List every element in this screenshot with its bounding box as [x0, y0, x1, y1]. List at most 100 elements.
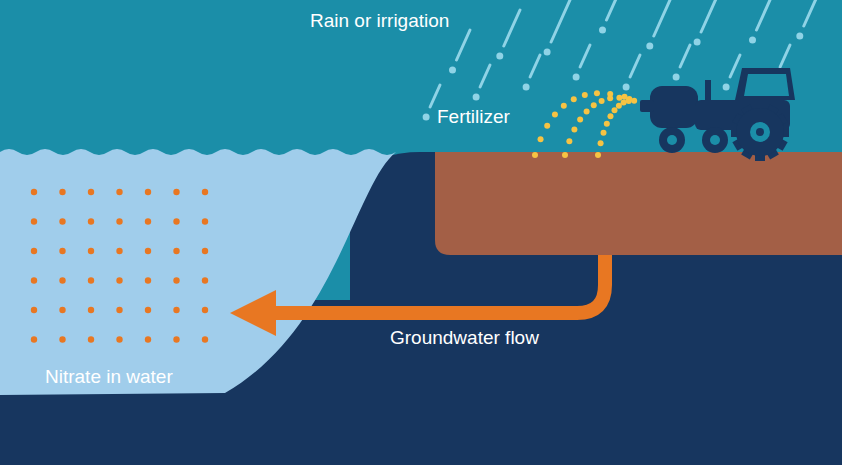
hub-center [756, 128, 764, 136]
raindrop [496, 10, 520, 60]
rain-streak [680, 45, 690, 67]
exhaust [705, 80, 711, 102]
rain-drop [496, 53, 503, 60]
nitrate-dot [88, 307, 94, 313]
fertilizer-dot [601, 130, 607, 136]
nitrate-dot [59, 277, 65, 283]
fertilizer-dot [532, 152, 538, 158]
nitrate-dot [59, 218, 65, 224]
nitrate-dot [88, 336, 94, 342]
nitrate-dots [31, 189, 208, 343]
soil [435, 152, 842, 255]
nitrate-dot [31, 277, 37, 283]
fertilizer-dot [599, 98, 605, 104]
nitrate-dot [173, 277, 179, 283]
nitrate-dot [116, 218, 122, 224]
nitrate-dot [88, 218, 94, 224]
nitrate-dot [31, 218, 37, 224]
arrowhead [230, 290, 276, 336]
fertilizer-dot [604, 121, 610, 127]
rain-drop [673, 74, 680, 81]
rain-streak [430, 85, 440, 107]
nitrate-dot [31, 336, 37, 342]
fertilizer-dot [594, 90, 600, 96]
fertilizer-spray [532, 90, 637, 158]
fertilizer-dot [631, 98, 637, 104]
rain-streak [607, 0, 621, 20]
nitrate-dot [59, 248, 65, 254]
nitrate-dot [145, 307, 151, 313]
rain-streak [780, 45, 790, 67]
nitrate-dot [202, 189, 208, 195]
raindrop [623, 55, 640, 91]
nitrate-dot [202, 248, 208, 254]
fertilizer-dot [607, 95, 613, 101]
rain-drop [573, 74, 580, 81]
fertilizer-dot [571, 127, 577, 133]
nitrate-dot [173, 307, 179, 313]
nitrate-dot [145, 189, 151, 195]
raindrop [694, 0, 720, 46]
fertilizer-dot [561, 103, 567, 109]
tire [736, 108, 784, 156]
label: Rain or irrigation [310, 10, 449, 33]
fertilizer-dot [598, 140, 604, 146]
nitrate-dot [173, 189, 179, 195]
nitrate-dot [173, 218, 179, 224]
rain-streak [551, 0, 570, 42]
fertilizer-dot [584, 108, 590, 114]
mid-wheel [702, 127, 728, 153]
front-wheel [659, 127, 685, 153]
rain-streak [630, 55, 640, 77]
rain-streak [457, 30, 471, 60]
rear-wheel [731, 103, 789, 161]
nitrate-dot [88, 189, 94, 195]
rain-drop [646, 43, 653, 50]
rain-drop [723, 84, 730, 91]
nitrate-dot [145, 277, 151, 283]
fertilizer-dot [566, 138, 572, 144]
rain-drop [449, 67, 456, 74]
hub [710, 135, 720, 145]
label: Fertilizer [437, 106, 510, 129]
water [0, 149, 396, 395]
fertilizer-dot [552, 112, 558, 118]
fertilizer-dot [607, 113, 613, 119]
nitrate-dot [202, 307, 208, 313]
rain-streak [504, 10, 520, 46]
nitrate-dot [88, 248, 94, 254]
nozzle [640, 100, 654, 112]
nitrate-dot [116, 307, 122, 313]
rain-drop [749, 37, 756, 44]
rain-drop [599, 27, 606, 34]
rain-drop [544, 49, 551, 56]
rain-drop [694, 39, 701, 46]
hub [750, 122, 770, 142]
nitrate-dot [31, 248, 37, 254]
rain-streak [701, 0, 720, 32]
rain-streak [480, 65, 490, 87]
raindrop [523, 55, 540, 91]
fertilizer-dot [577, 117, 583, 123]
raindrop [544, 0, 570, 56]
rain-streak [530, 55, 540, 77]
rain-streak [580, 45, 590, 67]
fertilizer-dot [562, 152, 568, 158]
nitrate-dot [116, 248, 122, 254]
nitrate-dot [59, 189, 65, 195]
nitrate-dot [116, 189, 122, 195]
rain-drop [523, 84, 530, 91]
cab [735, 68, 795, 100]
nitrate-dot [59, 336, 65, 342]
rain-streak [654, 0, 670, 36]
groundwater-pipe [268, 255, 605, 313]
nitrate-dot [31, 307, 37, 313]
fertilizer-dot [544, 123, 550, 129]
raindrop [599, 0, 620, 34]
label: Nitrate in water [45, 366, 173, 389]
raindrop [449, 30, 470, 74]
nitrate-dot [202, 277, 208, 283]
rain-drop [473, 94, 480, 101]
rain-drop [623, 84, 630, 91]
